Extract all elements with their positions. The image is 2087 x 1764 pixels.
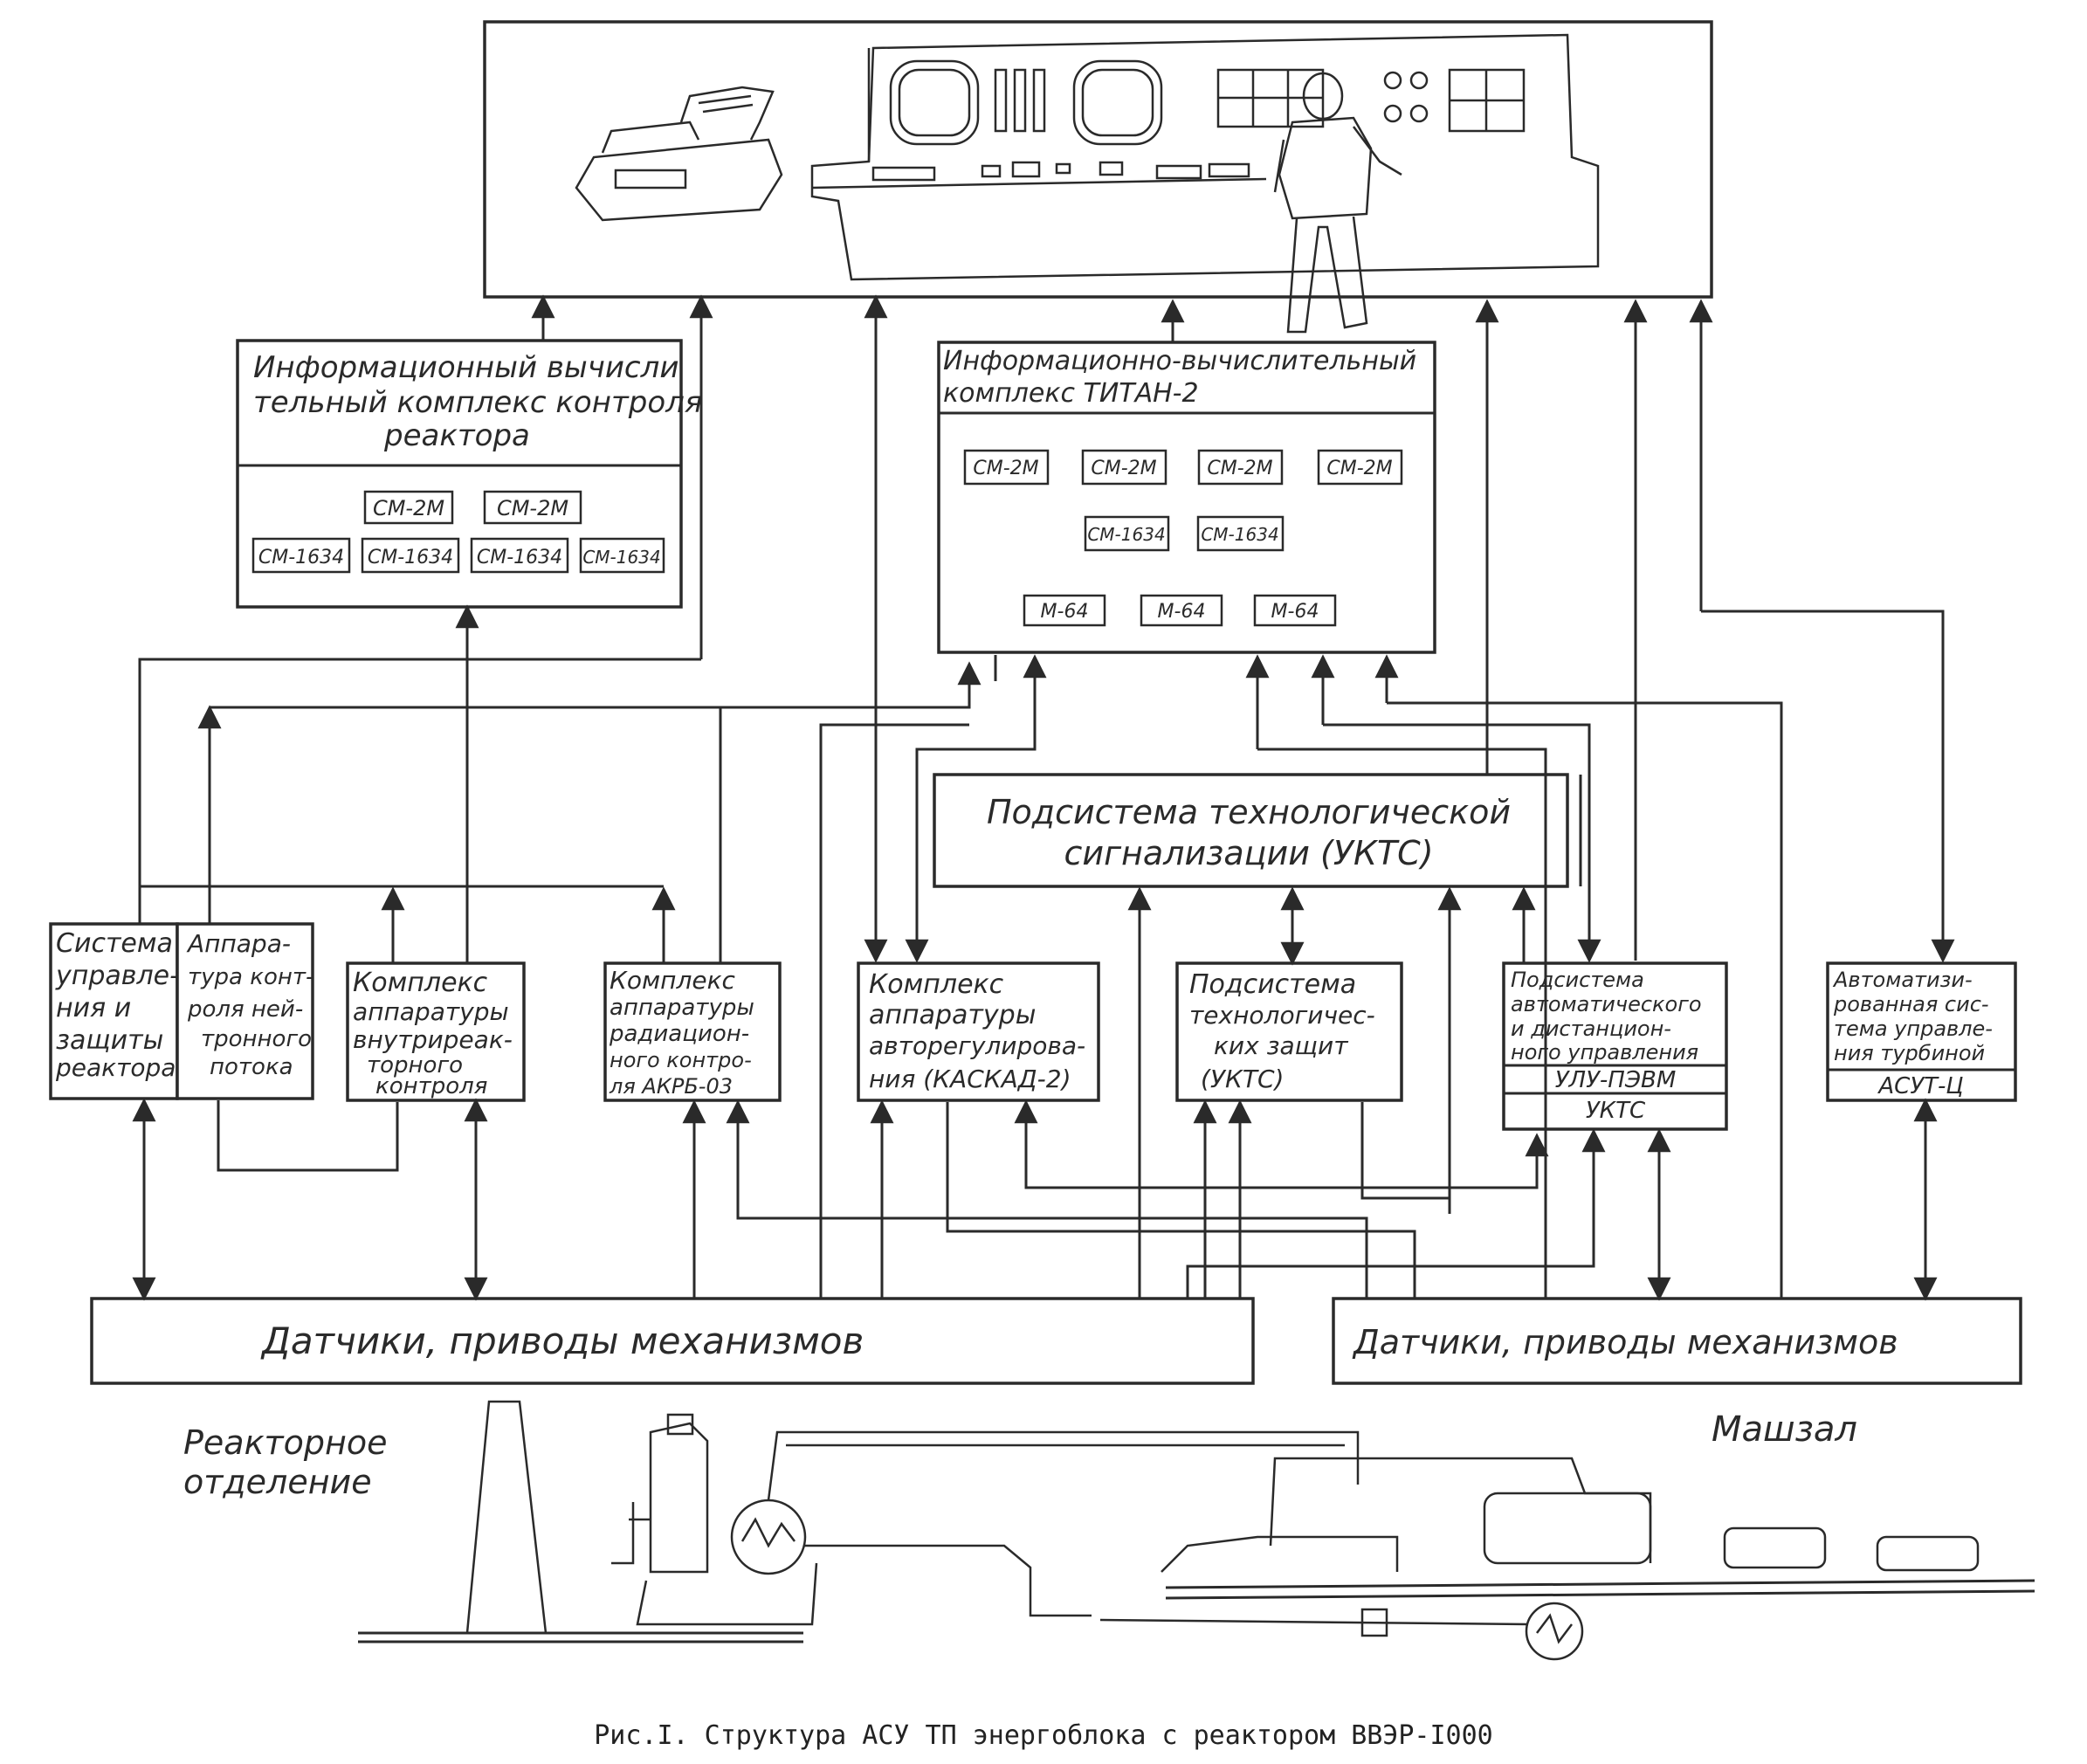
tb-line: ния турбиной: [1834, 1041, 1985, 1065]
rad-line: аппаратуры: [610, 995, 754, 1021]
operator-figure-icon: [1273, 72, 1402, 334]
rc-row-uktc: УКТС: [1586, 1098, 1646, 1124]
ivk-reactor-title-3: реактора: [383, 418, 530, 453]
incore-monitoring-box: Комплекс аппаратуры внутриреак- торного …: [346, 961, 526, 1102]
nf-line: тронного: [201, 1026, 312, 1052]
rad-line: ного контро-: [610, 1048, 752, 1072]
nf-line: Аппара-: [186, 929, 291, 958]
tp-line: ких защит: [1214, 1031, 1348, 1060]
radiation-monitoring-box: Комплекс аппаратуры радиацион- ного конт…: [603, 961, 782, 1102]
ivk-module: СМ-2М: [497, 496, 568, 520]
sensors-left-label: Датчики, приводы механизмов: [260, 1320, 864, 1362]
ic-line: торного: [367, 1052, 463, 1078]
titan-module: СМ-1634: [1087, 524, 1165, 545]
tp-line: технологичес-: [1189, 1001, 1375, 1030]
ic-line: внутриреак-: [353, 1025, 513, 1054]
uktc-signalling-line-2: сигнализации (УКТС): [1064, 834, 1433, 872]
ar-line: аппаратуры: [869, 1000, 1036, 1030]
ic-line: Комплекс: [353, 968, 488, 998]
ivk-module: СМ-1634: [477, 547, 562, 568]
titan-module: М-64: [1271, 601, 1319, 623]
tb-line: рованная сис-: [1833, 992, 1989, 1016]
uktc-signalling-line-1: Подсистема технологической: [987, 793, 1511, 831]
tb-row: АСУТ-Ц: [1877, 1073, 1963, 1099]
rad-line: Комплекс: [610, 966, 735, 995]
ivk-module: СМ-1634: [258, 547, 344, 568]
tp-line: (УКТС): [1201, 1065, 1284, 1093]
control-room-panel: [483, 20, 1713, 299]
rc-line: автоматического: [1511, 992, 1702, 1016]
rad-line: радиацион-: [609, 1021, 749, 1047]
sensors-right-label: Датчики, приводы механизмов: [1352, 1323, 1898, 1361]
tb-line: тема управле-: [1834, 1016, 1993, 1041]
ic-line: аппаратуры: [353, 997, 509, 1026]
turbine-control-box: Автоматизи- рованная сис- тема управле- …: [1826, 961, 2017, 1102]
cp-line: ния и: [56, 993, 131, 1023]
cp-line: реактора: [55, 1053, 176, 1082]
ivk-reactor-box: Информационный вычисли тельный комплекс …: [236, 339, 702, 609]
plant-equipment-icon: [358, 1400, 2035, 1661]
neutron-flux-box: Аппара- тура конт- роля ней- тронного по…: [176, 922, 314, 1100]
autoregulation-box: Комплекс аппаратуры авторегулирова- ния …: [857, 961, 1100, 1102]
printer-icon: [575, 86, 783, 222]
sensors-left-bar: Датчики, приводы механизмов: [90, 1297, 1255, 1385]
operator-console-icon: [810, 33, 1600, 281]
titan-title-1: Информационно-вычислительный: [943, 346, 1416, 376]
figure-caption: Рис.I. Структура АСУ ТП энергоблока с ре…: [594, 1720, 1493, 1751]
tp-line: Подсистема: [1189, 969, 1356, 1000]
titan-module: СМ-2М: [973, 458, 1038, 479]
titan-module: М-64: [1041, 601, 1089, 623]
titan-module: СМ-2М: [1091, 458, 1156, 479]
nf-line: тура конт-: [188, 964, 313, 990]
titan-module: СМ-1634: [1201, 524, 1278, 545]
uktc-signalling-box: Подсистема технологической сигнализации …: [933, 773, 1569, 888]
tech-protection-box: Подсистема технологичес- ких защит (УКТС…: [1175, 961, 1403, 1102]
rad-line: ля АКРБ-03: [609, 1074, 733, 1099]
titan-2-box: Информационно-вычислительный комплекс ТИ…: [937, 341, 1436, 654]
cp-line: Система: [56, 928, 173, 959]
titan-module: М-64: [1158, 601, 1206, 623]
ivk-reactor-title-1: Информационный вычисли: [253, 350, 678, 385]
ivk-module: СМ-1634: [582, 547, 660, 568]
ivk-module: СМ-1634: [368, 547, 453, 568]
ivk-module: СМ-2М: [373, 496, 444, 520]
nf-line: роля ней-: [187, 996, 303, 1023]
rc-line: ного управления: [1511, 1040, 1698, 1065]
ar-line: Комплекс: [869, 969, 1004, 1000]
tb-line: Автоматизи-: [1832, 968, 1973, 992]
titan-title-2: комплекс ТИТАН-2: [943, 378, 1199, 409]
cp-line: защиты: [56, 1025, 163, 1056]
remote-control-box: Подсистема автоматического и дистанцион-…: [1502, 961, 1728, 1131]
ivk-reactor-title-2: тельный комплекс контроля: [253, 385, 702, 420]
control-protection-box: Система управле- ния и защиты реактора: [49, 922, 179, 1100]
nf-line: потока: [210, 1054, 293, 1080]
rc-row-ulu: УЛУ-ПЭВМ: [1555, 1067, 1677, 1093]
ar-line: ния (КАСКАД-2): [869, 1065, 1071, 1093]
titan-module: СМ-2М: [1326, 458, 1392, 479]
cp-line: управле-: [55, 961, 179, 991]
connection-lines: [132, 294, 1955, 1301]
titan-module: СМ-2М: [1207, 458, 1272, 479]
reactor-hall-label-2: отделение: [183, 1463, 372, 1501]
ic-line: контроля: [375, 1073, 487, 1099]
rc-line: и дистанцион-: [1511, 1016, 1671, 1041]
turbine-hall-label: Машзал: [1712, 1409, 1857, 1450]
sensors-right-bar: Датчики, приводы механизмов: [1332, 1297, 2022, 1385]
rc-line: Подсистема: [1511, 968, 1644, 992]
reactor-hall-label-1: Реакторное: [183, 1423, 388, 1462]
ar-line: авторегулирова-: [869, 1031, 1085, 1060]
